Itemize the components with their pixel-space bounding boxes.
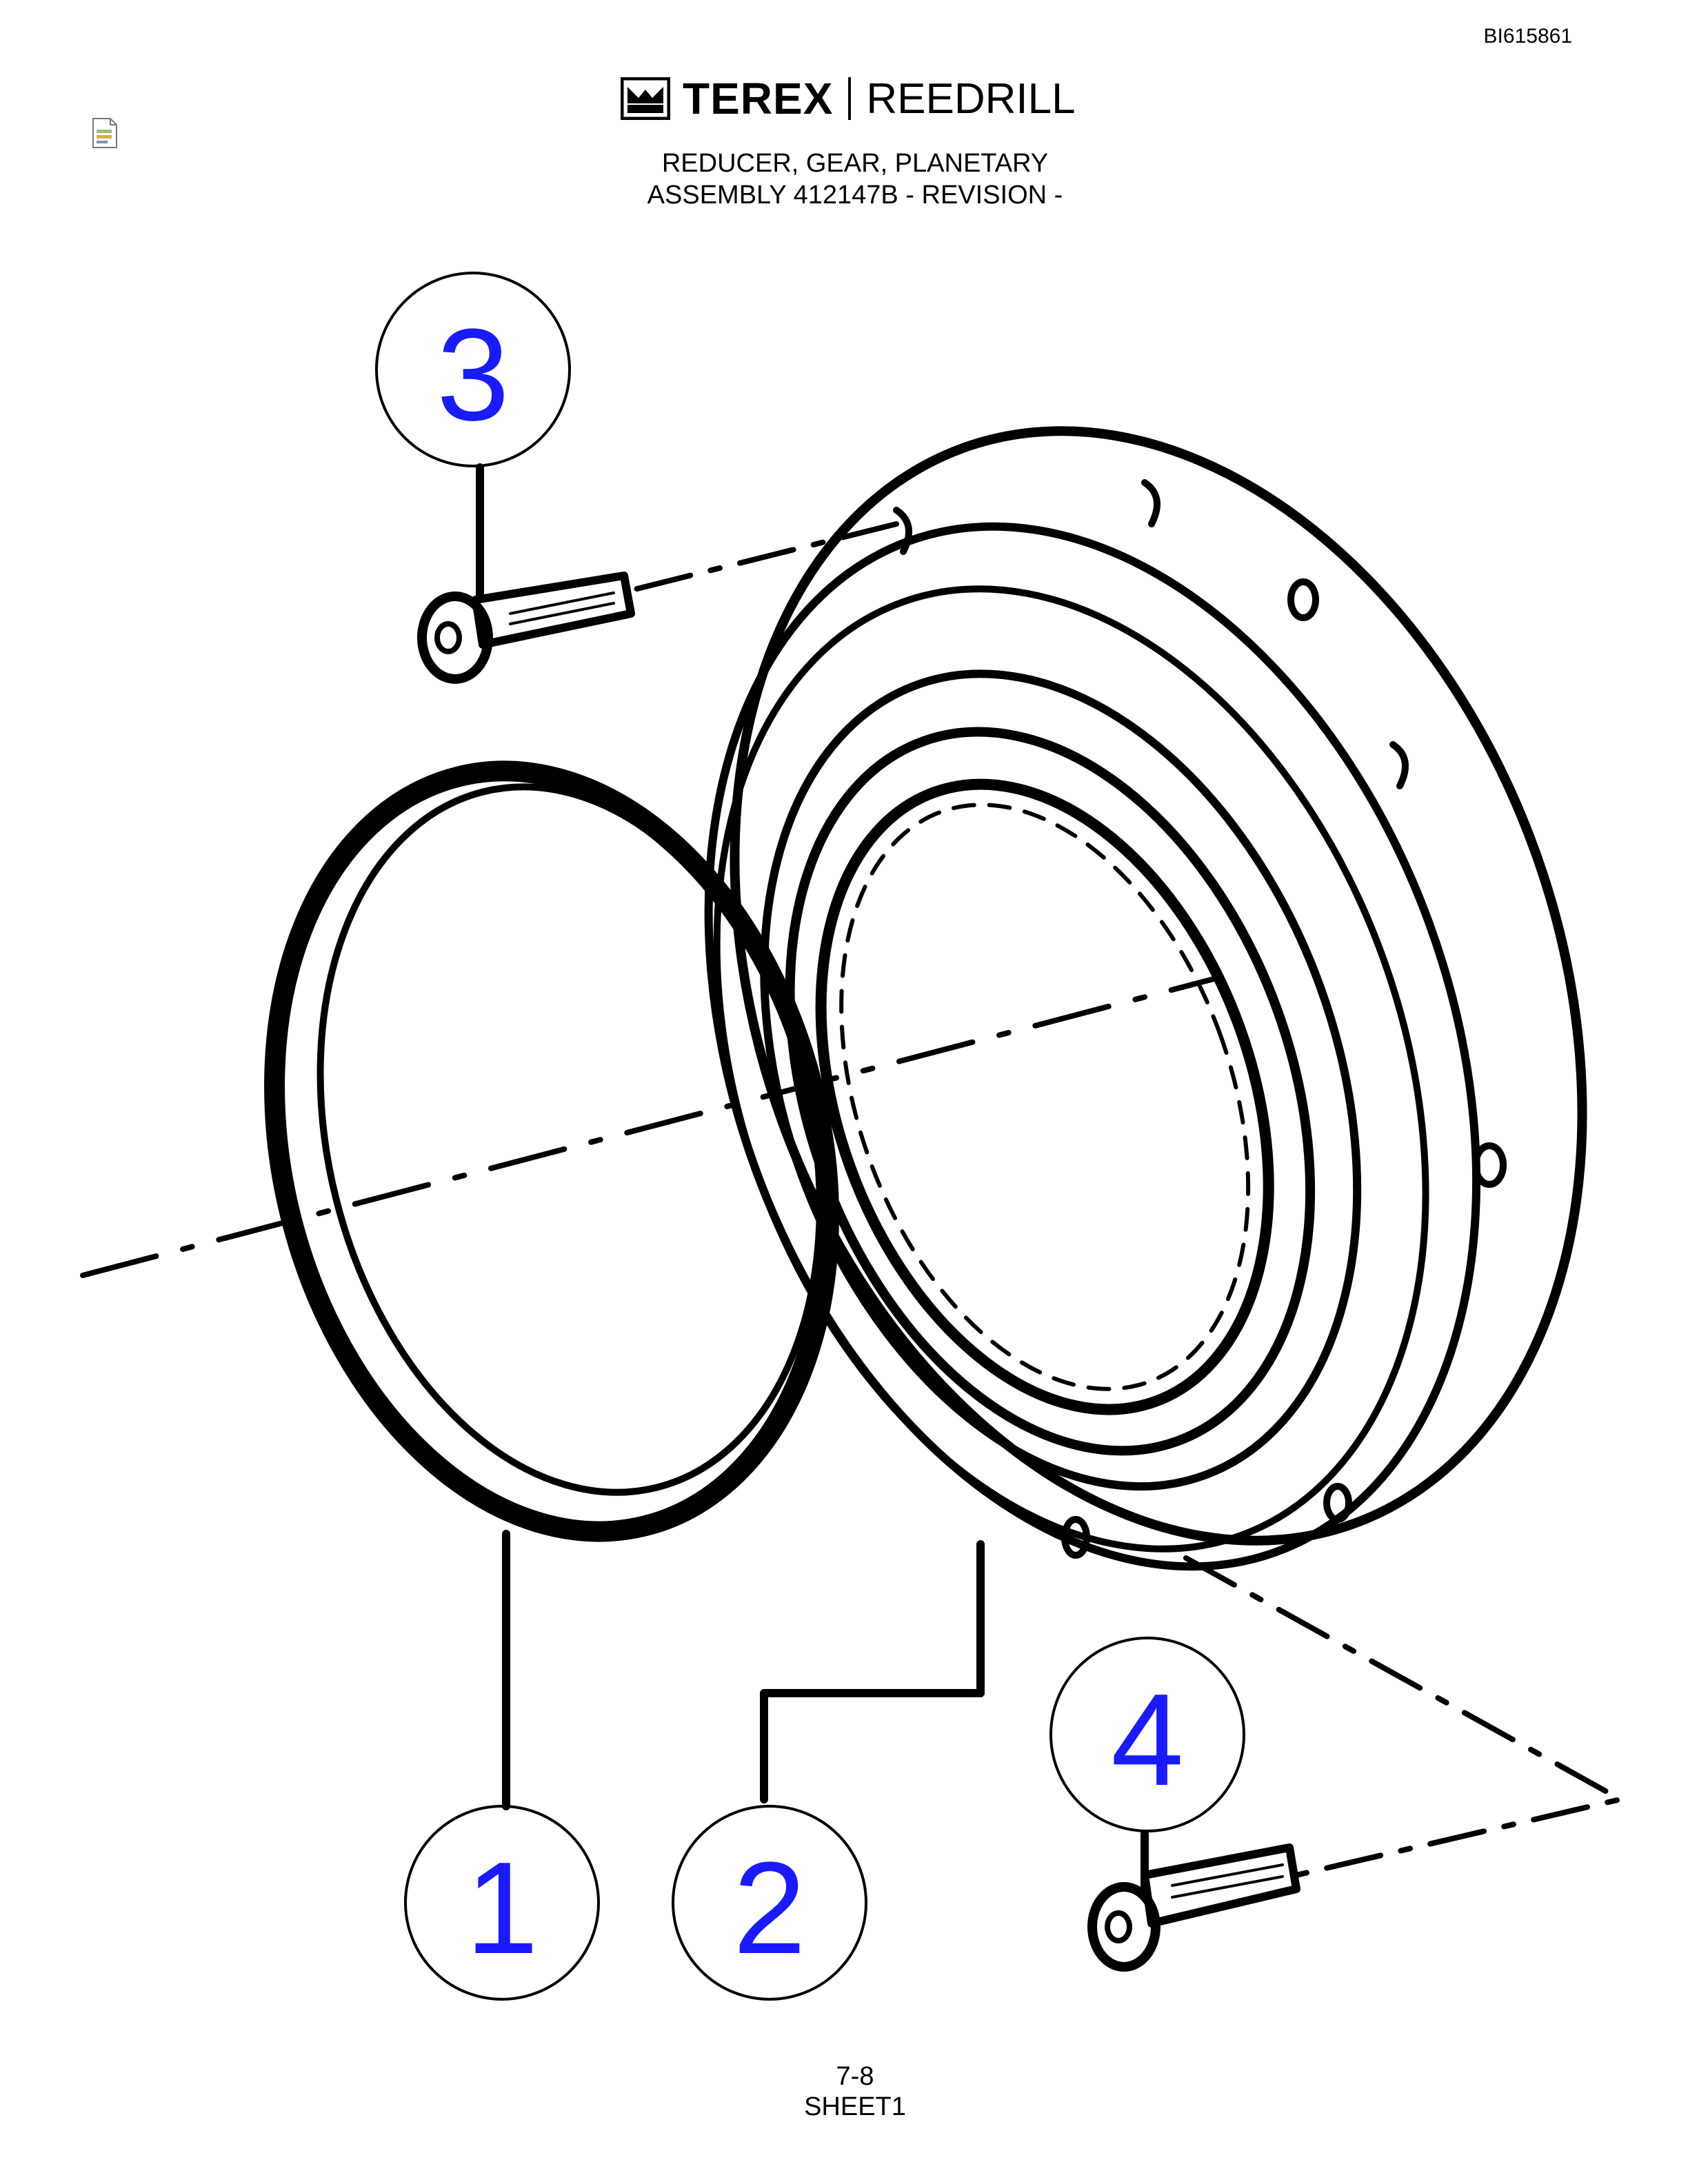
title-line-2: ASSEMBLY 412147B - REVISION - <box>647 181 1063 210</box>
bolt-lower <box>1087 1555 1623 1972</box>
document-icon[interactable] <box>91 117 119 149</box>
page-title: REDUCER, GEAR, PLANETARY ASSEMBLY 412147… <box>0 148 1688 211</box>
o-ring <box>264 760 839 1542</box>
callout-circle-1 <box>404 1805 600 2001</box>
brand-header: TEREX REEDRILL <box>621 74 1076 123</box>
sheet-label: SHEET1 <box>804 2092 906 2121</box>
flange-bolt-holes <box>893 479 1507 1559</box>
brand-subname: REEDRILL <box>866 74 1076 123</box>
callout-circle-3 <box>375 272 571 467</box>
callout-circle-2 <box>672 1805 867 2001</box>
callout-number-4: 4 <box>1111 1667 1184 1813</box>
page-number: 7-8 <box>836 2062 874 2091</box>
center-axis-line <box>80 976 1216 1278</box>
callout-number-2: 2 <box>733 1835 806 1981</box>
brand-separator <box>848 77 852 120</box>
callout-circle-4 <box>1049 1637 1245 1832</box>
callout-number-3: 3 <box>436 302 510 448</box>
leader-line-2 <box>760 1540 985 1803</box>
gear-housing <box>704 426 1587 1571</box>
document-id: BI615861 <box>1483 25 1572 48</box>
bolt-upper <box>417 521 899 684</box>
page-footer: 7-8 SHEET1 <box>0 2061 1688 2122</box>
title-line-1: REDUCER, GEAR, PLANETARY <box>661 149 1049 178</box>
brand-name: TEREX <box>683 74 834 123</box>
terex-logo-icon <box>621 77 670 120</box>
callout-number-1: 1 <box>465 1835 539 1981</box>
